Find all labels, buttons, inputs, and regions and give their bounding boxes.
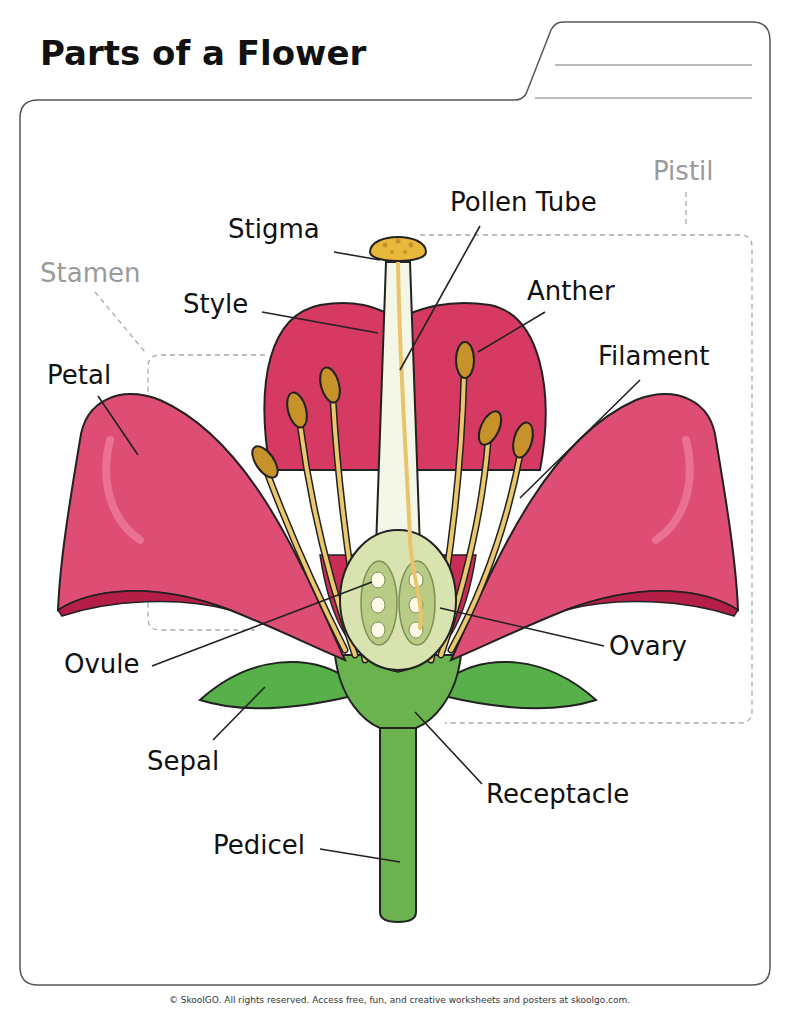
part-label: Pollen Tube xyxy=(450,188,597,218)
part-label: Style xyxy=(183,290,248,320)
part-label: Stigma xyxy=(228,215,320,245)
part-label: Sepal xyxy=(147,747,219,777)
part-label: Petal xyxy=(47,361,111,391)
part-label: Ovule xyxy=(64,650,140,680)
group-label: Stamen xyxy=(40,259,140,289)
part-label: Receptacle xyxy=(486,780,629,810)
part-label: Pedicel xyxy=(213,831,305,861)
title: Parts of a Flower xyxy=(40,34,366,73)
group-label: Pistil xyxy=(653,157,714,187)
footer-note: © SkoolGO. All rights reserved. Access f… xyxy=(4,995,791,1005)
part-label: Ovary xyxy=(609,632,687,662)
part-label: Anther xyxy=(527,277,615,307)
part-label: Filament xyxy=(598,342,709,372)
